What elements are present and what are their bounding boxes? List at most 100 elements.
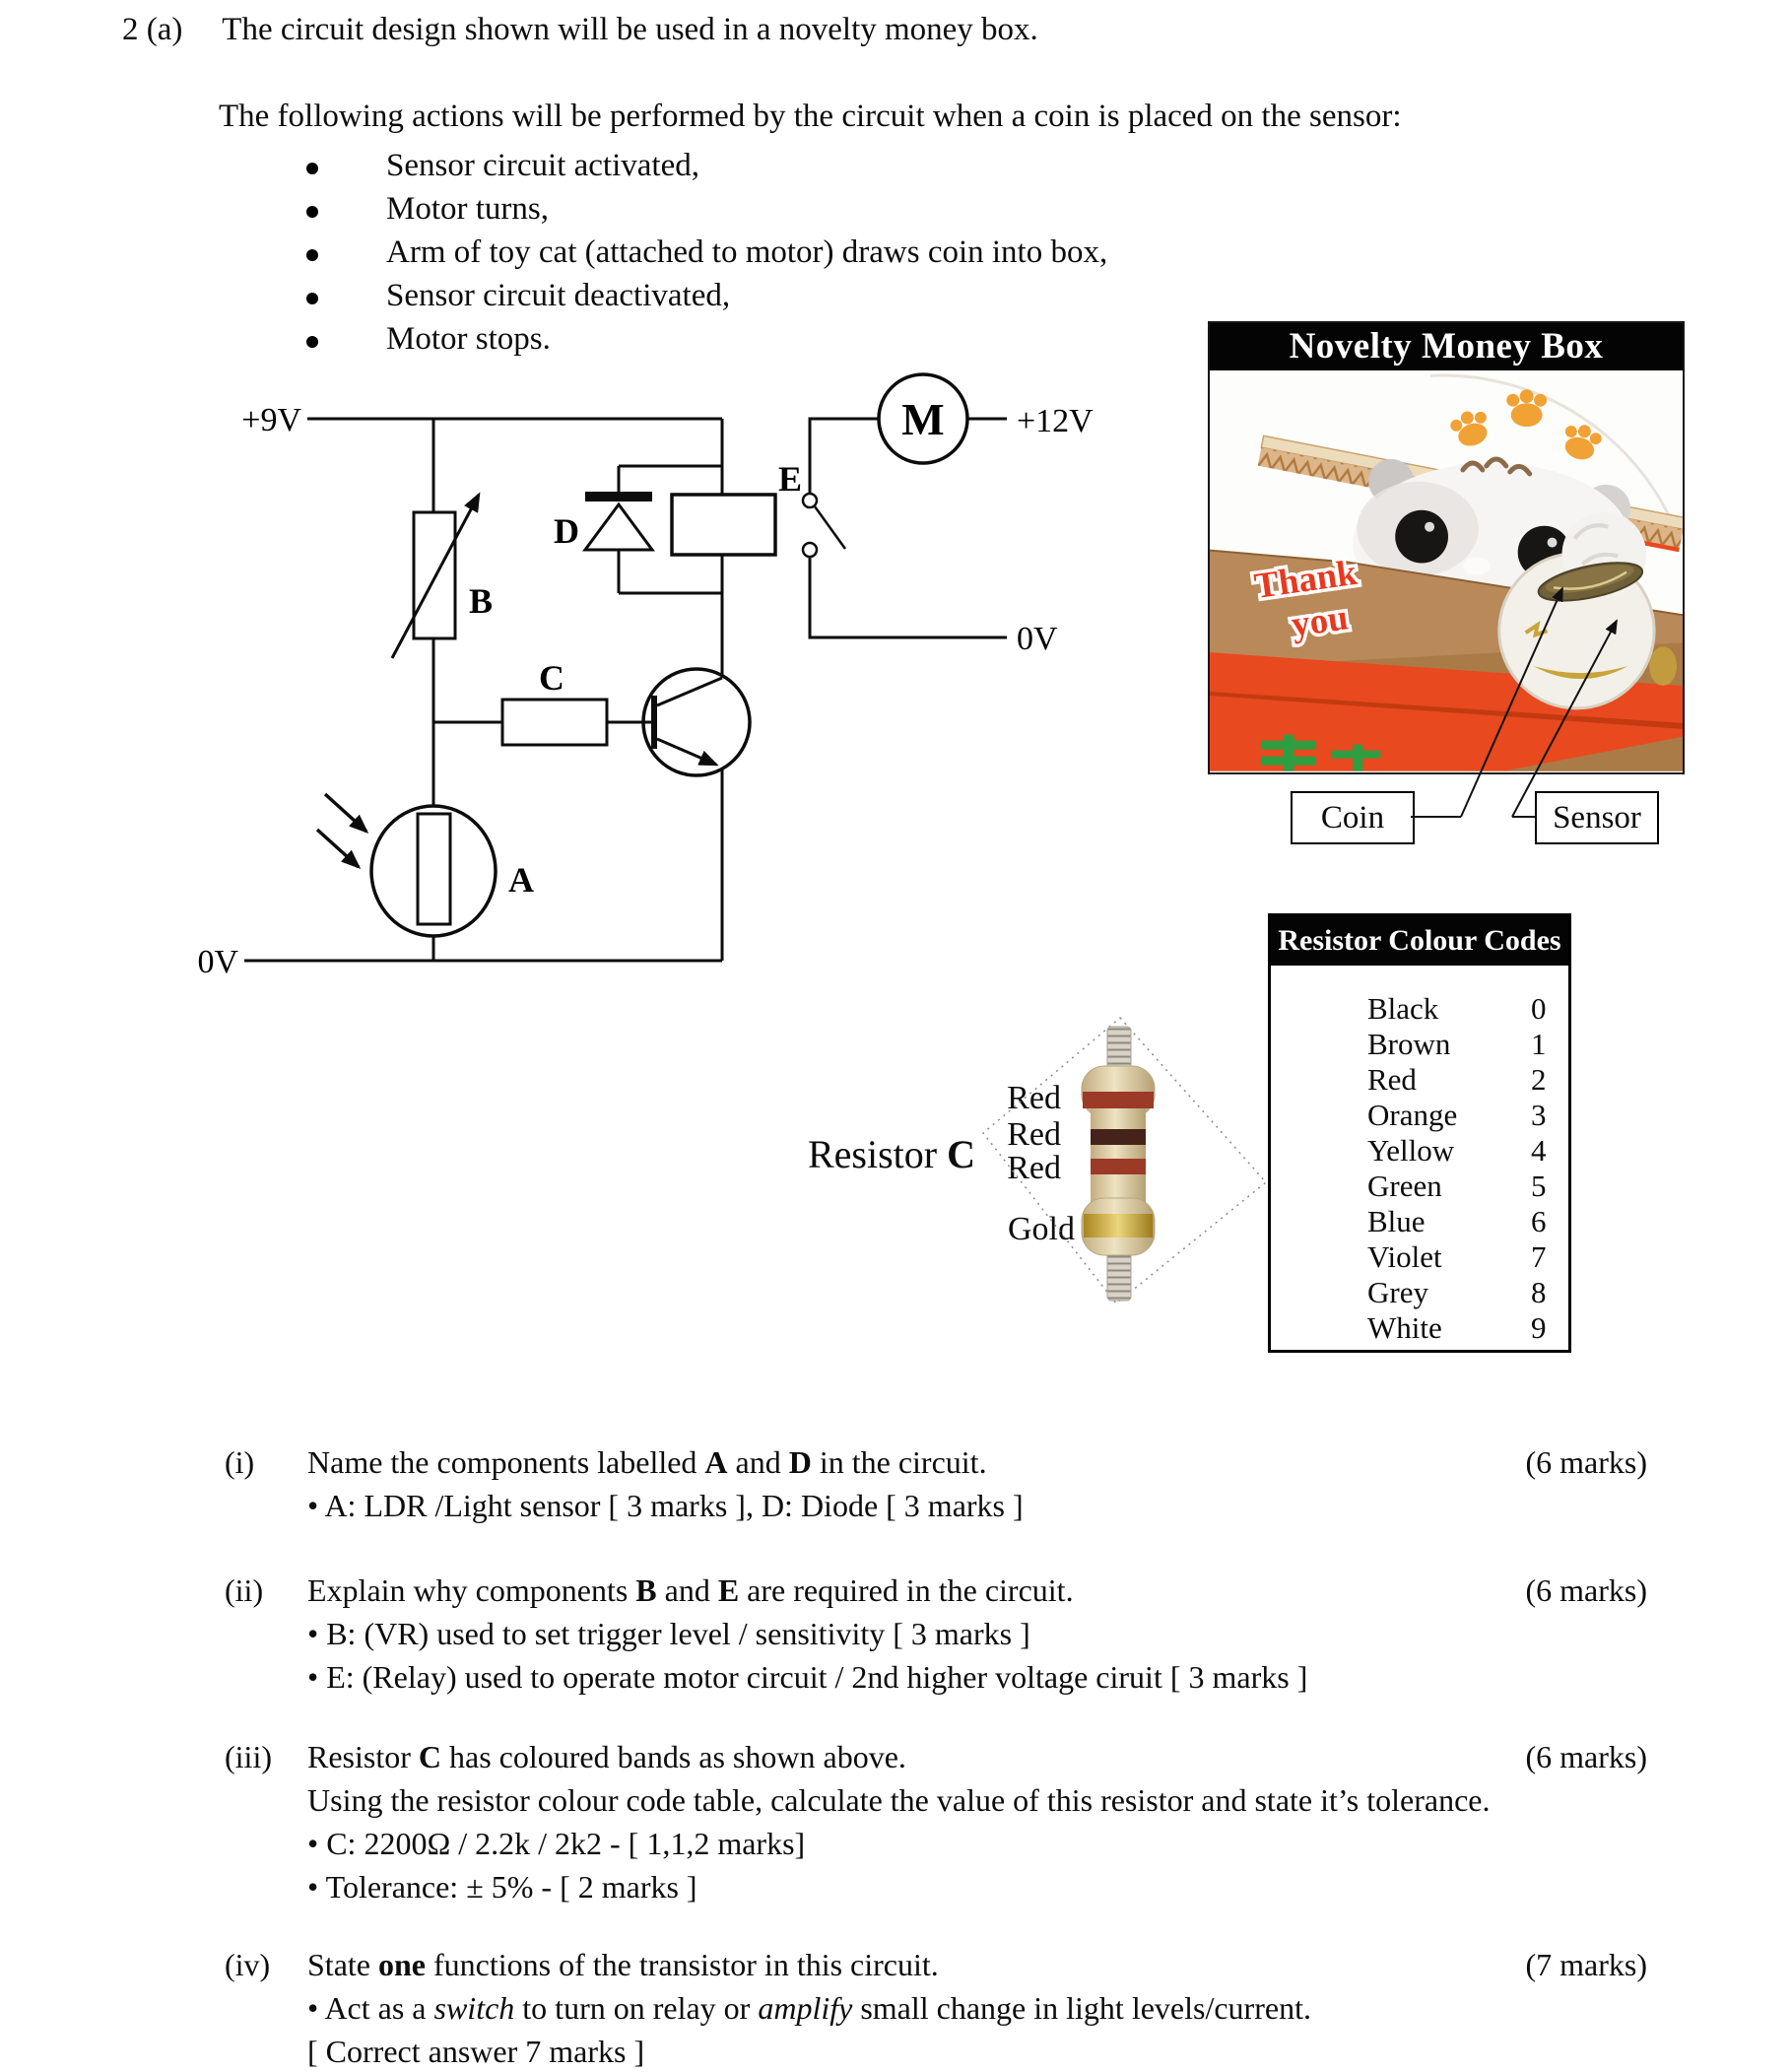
question-text: Resistor C has coloured bands as shown a…: [307, 1739, 906, 1774]
action-bullet: Motor turns,: [386, 191, 549, 227]
answer-line: • B: (VR) used to set trigger level / se…: [307, 1616, 1030, 1651]
bullet-icon: [306, 336, 318, 348]
question-header: 2 (a) The circuit design shown will be u…: [122, 12, 1038, 48]
bullet-icon: [306, 249, 318, 261]
band-red-3: [1091, 1159, 1146, 1174]
colour-value: 2: [1531, 1062, 1547, 1097]
colour-value: 9: [1531, 1310, 1547, 1345]
question-intro: The circuit design shown will be used in…: [222, 12, 1038, 47]
switch-contacts: [801, 492, 847, 559]
colour-table-row: Orange 3: [1271, 1098, 1568, 1133]
answer-line: • Act as a switch to turn on relay or am…: [307, 1990, 1311, 2026]
label-plus9v: +9V: [241, 402, 301, 438]
motor-symbol: M: [877, 372, 969, 465]
caption-prefix: Resistor: [808, 1132, 948, 1176]
money-box-photo-panel: Novelty Money Box: [1208, 321, 1685, 774]
resistor-figure-caption: Resistor C: [808, 1131, 975, 1177]
money-box-photo: Thank you: [1210, 371, 1683, 771]
colour-name: Green: [1367, 1169, 1442, 1203]
label-0v-right: 0V: [1017, 621, 1058, 657]
question-text: Name the components labelled A and D in …: [307, 1444, 987, 1480]
label-E: E: [778, 459, 802, 499]
colour-value: 0: [1531, 991, 1547, 1026]
question-num: (ii): [225, 1572, 264, 1608]
bullet-icon: [306, 293, 318, 304]
colour-value: 5: [1531, 1169, 1547, 1203]
label-plus12v: +12V: [1017, 403, 1094, 439]
bullet-icon: [306, 206, 318, 218]
action-bullet: Arm of toy cat (attached to motor) draws…: [386, 234, 1108, 270]
variable-resistor-B: [390, 492, 481, 659]
relay-E: [670, 493, 777, 557]
colour-name: Grey: [1367, 1275, 1428, 1309]
colour-name: Yellow: [1367, 1133, 1455, 1168]
label-B: B: [469, 581, 493, 621]
colour-table-row: Black 0: [1271, 991, 1568, 1027]
paw-prints-icon: [1450, 389, 1602, 460]
sticker-text: you: [1289, 596, 1350, 644]
colour-name: Orange: [1367, 1098, 1458, 1132]
question-num: (iv): [225, 1947, 271, 1982]
resistor-C-symbol: [500, 698, 609, 747]
question-marks: (7 marks): [1525, 1947, 1647, 1982]
colour-value: 3: [1531, 1098, 1547, 1132]
colour-table-row: Yellow 4: [1271, 1133, 1568, 1169]
answer-line: • Tolerance: ± 5% - [ 2 marks ]: [307, 1869, 697, 1905]
answer-line: • C: 2200Ω / 2.2k / 2k2 - [ 1,1,2 marks]: [307, 1826, 806, 1861]
label-D: D: [554, 511, 579, 551]
colour-name: White: [1367, 1310, 1442, 1345]
answer-line: [ Correct answer 7 marks ]: [307, 2034, 645, 2069]
circuit-wires: [244, 417, 1007, 963]
question-text-cont: Using the resistor colour code table, ca…: [307, 1782, 1491, 1818]
action-bullet: Sensor circuit deactivated,: [386, 278, 731, 313]
question-text: State one functions of the transistor in…: [307, 1947, 939, 1982]
photo-title: Novelty Money Box: [1210, 323, 1683, 370]
answer-line: • E: (Relay) used to operate motor circu…: [307, 1659, 1308, 1695]
question-num: (i): [225, 1444, 255, 1480]
question-number: 2 (a): [122, 12, 183, 47]
colour-table-row: Brown 1: [1271, 1027, 1568, 1062]
colour-value: 8: [1531, 1275, 1547, 1309]
label-0v-left: 0V: [197, 944, 238, 980]
question-marks: (6 marks): [1525, 1444, 1647, 1480]
action-bullet: Sensor circuit activated,: [386, 148, 699, 183]
colour-value: 4: [1531, 1133, 1547, 1168]
sensor-callout: Sensor: [1535, 791, 1659, 844]
colour-table-title: Resistor Colour Codes: [1271, 916, 1568, 966]
label-C: C: [539, 658, 564, 698]
colour-value: 7: [1531, 1239, 1547, 1274]
colour-name: Brown: [1367, 1027, 1451, 1061]
ldr-A: [315, 792, 498, 938]
action-bullet: Motor stops.: [386, 321, 551, 357]
band-label-red-1: Red: [1007, 1080, 1061, 1116]
question-num: (iii): [225, 1739, 272, 1774]
answer-line: • A: LDR /Light sensor [ 3 marks ], D: D…: [307, 1488, 1024, 1523]
diode-D: [582, 492, 655, 552]
colour-name: Black: [1367, 991, 1439, 1026]
green-characters: [1260, 734, 1381, 771]
colour-value: 1: [1531, 1027, 1547, 1061]
question-marks: (6 marks): [1525, 1739, 1647, 1774]
coin-callout: Coin: [1291, 791, 1415, 844]
colour-name: Blue: [1367, 1204, 1426, 1238]
colour-value: 6: [1531, 1204, 1547, 1238]
colour-table-row: Violet 7: [1271, 1239, 1568, 1275]
bullet-icon: [306, 163, 318, 174]
band-red-2: [1091, 1129, 1146, 1145]
band-label-red-3: Red: [1007, 1150, 1061, 1186]
transistor: [641, 667, 752, 777]
colour-table-row: Grey 8: [1271, 1275, 1568, 1310]
label-A: A: [508, 860, 534, 900]
band-label-gold: Gold: [1008, 1211, 1075, 1247]
band-gold: [1084, 1214, 1153, 1237]
band-label-red-2: Red: [1007, 1116, 1061, 1153]
colour-table-row: Green 5: [1271, 1169, 1568, 1204]
colour-name: Violet: [1367, 1239, 1442, 1274]
colour-table-row: White 9: [1271, 1310, 1568, 1346]
colour-table-row: Blue 6: [1271, 1204, 1568, 1239]
actions-intro: The following actions will be performed …: [219, 99, 1402, 134]
